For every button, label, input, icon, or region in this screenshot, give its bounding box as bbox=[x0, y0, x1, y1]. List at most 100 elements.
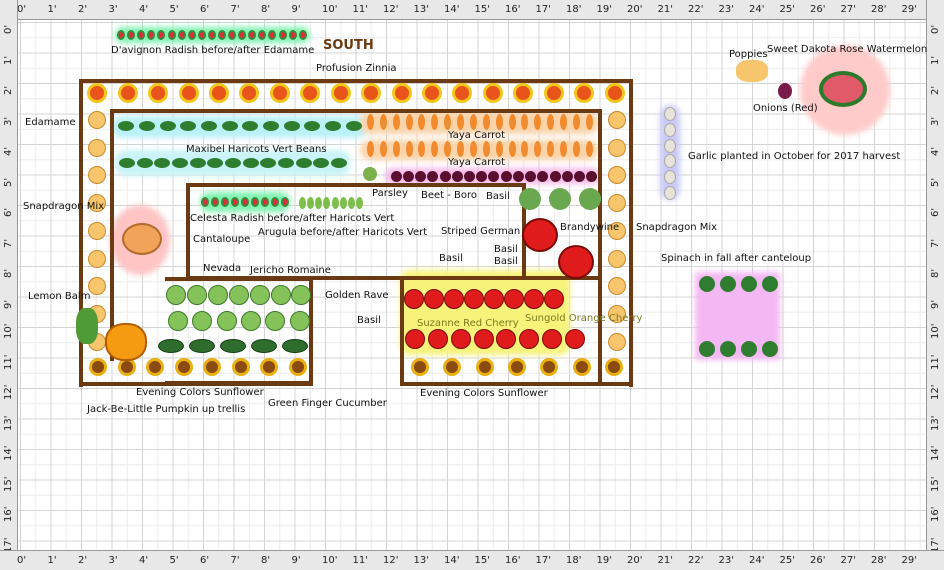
radish-icon bbox=[261, 197, 269, 207]
ruler-x-label: 8' bbox=[261, 4, 271, 15]
ruler-y-label: 5' bbox=[3, 177, 14, 187]
snap-icon bbox=[88, 110, 106, 129]
ruler-y-label: 6' bbox=[930, 207, 941, 217]
carrot-icon bbox=[457, 114, 465, 130]
bed-tomatoes[interactable] bbox=[400, 276, 602, 386]
cucumber-row[interactable] bbox=[155, 336, 311, 356]
ruler-x-label: 23' bbox=[718, 4, 734, 15]
radish-row[interactable] bbox=[116, 24, 308, 46]
zinnia-row[interactable] bbox=[82, 80, 630, 106]
sunflower-row-left[interactable] bbox=[84, 356, 312, 378]
beet-icon bbox=[500, 170, 512, 182]
sunflower-row-right[interactable] bbox=[404, 356, 630, 378]
radish-icon bbox=[238, 30, 247, 40]
beans-row[interactable] bbox=[118, 152, 348, 174]
ruler-x-label: 0' bbox=[17, 555, 27, 566]
bed-greens[interactable] bbox=[165, 277, 313, 385]
snap-icon bbox=[608, 194, 626, 213]
bean-icon bbox=[278, 158, 295, 168]
ruler-y-label: 0' bbox=[930, 24, 941, 34]
ruler-y-label: 4' bbox=[3, 146, 14, 156]
tomato-row-1[interactable] bbox=[404, 284, 564, 314]
basil-icon bbox=[579, 188, 601, 210]
spinach-icon bbox=[740, 276, 757, 292]
cabbage-icon bbox=[289, 311, 310, 331]
bean-icon bbox=[171, 158, 188, 168]
label-jericho: Jericho Romaine bbox=[250, 265, 331, 276]
spinach-icon bbox=[698, 276, 715, 292]
garlic-col[interactable] bbox=[660, 106, 680, 201]
ruler-x-label: 4' bbox=[139, 555, 149, 566]
watermelon-icon[interactable] bbox=[819, 71, 867, 107]
snap-icon bbox=[88, 277, 106, 296]
carrot-row-2[interactable] bbox=[364, 140, 596, 158]
carrot-row-1[interactable] bbox=[364, 113, 596, 131]
bean-icon bbox=[118, 121, 135, 131]
garlic-icon bbox=[664, 186, 676, 201]
label-sunflower-left: Evening Colors Sunflower bbox=[136, 387, 264, 398]
carrot-icon bbox=[431, 141, 439, 157]
bed-outer-right[interactable] bbox=[629, 79, 633, 387]
spinach-row-1[interactable] bbox=[696, 274, 780, 294]
beet-icon bbox=[488, 170, 500, 182]
carrot-icon bbox=[366, 114, 374, 130]
arugula-icon bbox=[331, 197, 339, 209]
label-spinach: Spinach in fall after canteloup bbox=[661, 253, 812, 264]
parsley[interactable] bbox=[362, 166, 378, 182]
striped-german-tomato[interactable] bbox=[520, 215, 560, 255]
ruler-x-label: 15' bbox=[474, 4, 490, 15]
poppies-icon[interactable] bbox=[736, 60, 768, 82]
bean-icon bbox=[304, 121, 321, 131]
snapdragon-col-left[interactable] bbox=[84, 106, 110, 356]
radish-icon bbox=[251, 197, 259, 207]
label-cucumber: Green Finger Cucumber bbox=[268, 398, 387, 409]
tomato-icon bbox=[428, 329, 449, 349]
ruler-x-label: 17' bbox=[535, 4, 551, 15]
radish-icon bbox=[117, 30, 126, 40]
cabbage-icon bbox=[228, 285, 249, 305]
tomato-icon bbox=[484, 289, 504, 309]
ruler-x-label: 16' bbox=[505, 555, 521, 566]
celesta-row[interactable] bbox=[200, 192, 290, 212]
label-suzanne: Suzanne Red Cherry bbox=[417, 318, 519, 329]
ruler-top: 0'1'2'3'4'5'6'7'8'9'10'11'12'13'14'15'16… bbox=[0, 0, 944, 20]
brandywine-tomato[interactable] bbox=[556, 242, 596, 282]
bean-icon bbox=[207, 158, 224, 168]
jericho-row[interactable] bbox=[166, 309, 312, 333]
red-onion-icon[interactable] bbox=[778, 83, 792, 99]
lemon-balm-icon[interactable] bbox=[76, 308, 98, 344]
beet-row[interactable] bbox=[390, 170, 598, 182]
bean-icon bbox=[283, 121, 300, 131]
label-arugula: Arugula before/after Haricots Vert bbox=[258, 227, 428, 238]
zinnia-icon bbox=[300, 83, 321, 103]
arugula-row[interactable] bbox=[298, 196, 364, 210]
ruler-y-label: 3' bbox=[3, 116, 14, 126]
label-edamame: Edamame bbox=[25, 117, 76, 128]
snapdragon-col-right[interactable] bbox=[604, 106, 630, 356]
cantaloupe-icon[interactable] bbox=[122, 223, 162, 255]
ruler-y-label: 15' bbox=[930, 476, 941, 492]
edamame-row[interactable] bbox=[116, 117, 364, 135]
spinach-row-2[interactable] bbox=[696, 339, 780, 359]
nevada-row[interactable] bbox=[166, 283, 312, 307]
bean-icon bbox=[260, 158, 277, 168]
bed-outer-left[interactable] bbox=[79, 79, 83, 387]
carrot-icon bbox=[547, 114, 555, 130]
ruler-x-label: 21' bbox=[657, 4, 673, 15]
ruler-y-label: 1' bbox=[3, 55, 14, 65]
beet-icon bbox=[525, 170, 537, 182]
carrot-icon bbox=[547, 141, 555, 157]
arugula-icon bbox=[348, 197, 356, 209]
compass-south: SOUTH bbox=[323, 38, 374, 53]
carrot-icon bbox=[482, 141, 490, 157]
pumpkin-icon[interactable] bbox=[105, 323, 147, 361]
cabbage-icon bbox=[241, 311, 262, 331]
sunflower-icon bbox=[540, 358, 559, 376]
bed-inner[interactable] bbox=[110, 109, 602, 361]
basil-row[interactable] bbox=[515, 186, 605, 212]
cabbage-icon bbox=[208, 285, 229, 305]
bean-icon bbox=[331, 158, 348, 168]
tomato-row-2[interactable] bbox=[404, 324, 586, 354]
ruler-x-label: 24' bbox=[749, 4, 765, 15]
